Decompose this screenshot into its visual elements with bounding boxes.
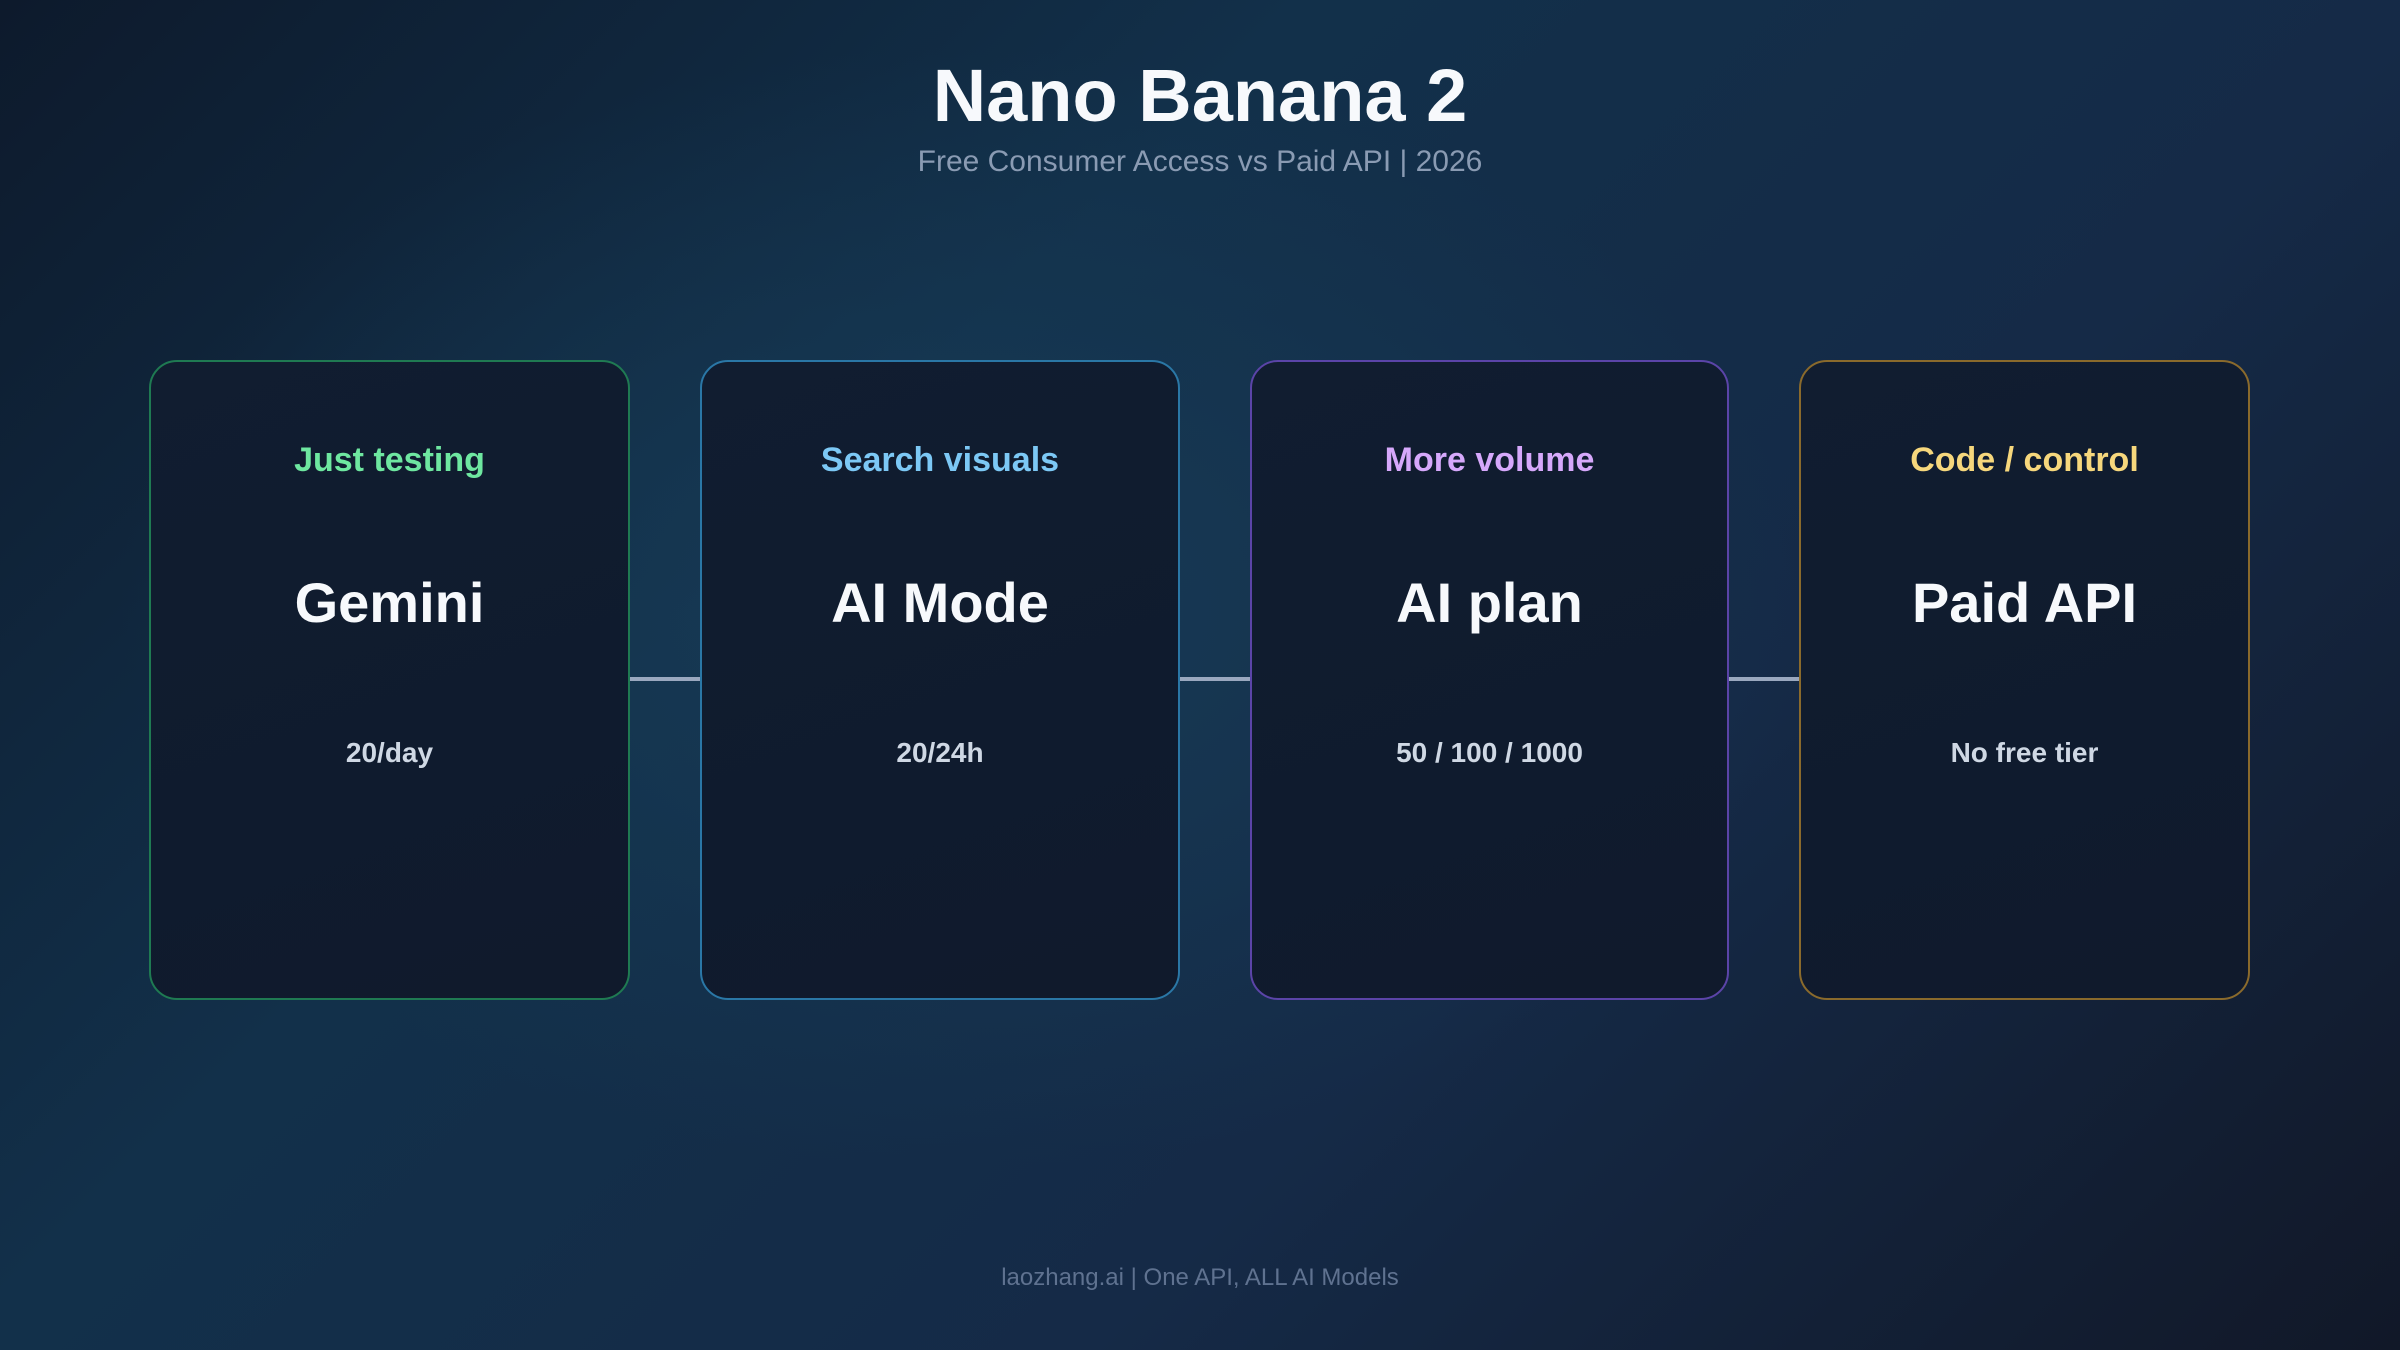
- card-name: Paid API: [1911, 571, 2138, 634]
- card-name: AI plan: [1396, 571, 1583, 634]
- connector-line-1: [630, 677, 700, 681]
- card-name: Gemini: [294, 571, 485, 634]
- connector-line-2: [1180, 677, 1250, 681]
- card-label: Search visuals: [820, 441, 1060, 479]
- card-ai-mode: Search visuals AI Mode 20/24h: [700, 360, 1180, 1000]
- card-label: More volume: [1384, 441, 1595, 479]
- card-paid-api: Code / control Paid API No free tier: [1799, 360, 2250, 1000]
- page-title: Nano Banana 2: [932, 54, 1468, 137]
- card-label: Just testing: [294, 441, 485, 479]
- card-value: 20/day: [345, 737, 434, 768]
- card-gemini: Just testing Gemini 20/day: [149, 360, 630, 1000]
- page-subtitle: Free Consumer Access vs Paid API | 2026: [917, 145, 1483, 178]
- card-name: AI Mode: [831, 571, 1049, 634]
- card-value: 20/24h: [896, 737, 984, 768]
- card-ai-plan: More volume AI plan 50 / 100 / 1000: [1250, 360, 1729, 1000]
- card-label: Code / control: [1910, 441, 2139, 479]
- card-value: No free tier: [1950, 737, 2099, 768]
- footer-credit: laozhang.ai | One API, ALL AI Models: [1001, 1264, 1399, 1291]
- card-value: 50 / 100 / 1000: [1396, 737, 1583, 768]
- connector-line-3: [1729, 677, 1799, 681]
